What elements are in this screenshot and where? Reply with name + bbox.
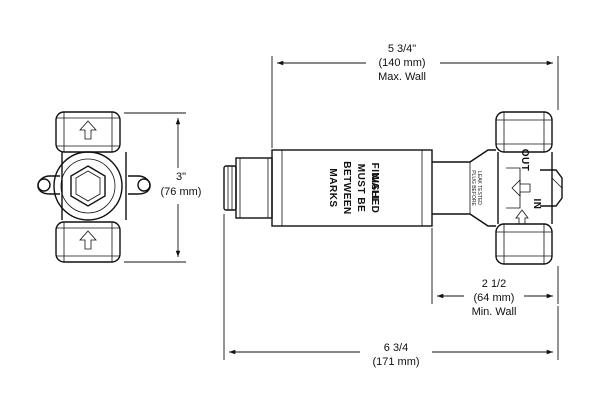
overall-metric-label: (171 mm): [372, 356, 419, 368]
outlet-label: OUT: [519, 149, 530, 172]
sleeve-text-5: MARKS: [327, 168, 338, 207]
overall-imperial-label: 6 3/4: [384, 342, 408, 354]
flow-arrow-down-icon: [515, 209, 529, 225]
height-imperial-label: 3": [176, 171, 186, 183]
side-view: FINISHED WALL MUST BE BETWEEN MARKS LEAK…: [223, 111, 563, 265]
sleeve-text-2: WALL: [369, 173, 380, 203]
valve-neck: LEAK TESTED PLUG BEFORE: [432, 149, 496, 227]
hex-stem-icon: [70, 165, 106, 207]
height-dimension: 3" (76 mm): [124, 112, 202, 263]
max-wall-imperial-label: 5 3/4": [388, 43, 416, 55]
valve-body-side: OUT IN: [495, 111, 563, 265]
inlet-label: IN: [531, 199, 542, 210]
max-wall-metric-label: (140 mm): [378, 57, 425, 69]
min-wall-imperial-label: 2 1/2: [482, 278, 506, 290]
flow-up-arrow-icon: [79, 230, 97, 250]
max-wall-note-label: Max. Wall: [378, 71, 426, 83]
stem-cap: [223, 157, 273, 219]
sleeve-text-1: FINISHED: [369, 163, 380, 214]
top-inlet-nut: [55, 111, 121, 153]
min-wall-note-label: Min. Wall: [472, 306, 517, 318]
max-wall-dimension: 5 3/4" (140 mm) Max. Wall: [271, 38, 559, 148]
body-marking-1: LEAK TESTED: [476, 171, 482, 205]
overall-dimension: 6 3/4 (171 mm): [223, 214, 559, 370]
min-wall-metric-label: (64 mm): [474, 292, 515, 304]
bottom-inlet-nut: [55, 221, 121, 263]
valve-body-front: [37, 151, 151, 221]
flow-up-arrow-icon: [79, 120, 97, 140]
sleeve-text-4: BETWEEN: [341, 161, 352, 215]
flow-arrow-left-icon: [511, 179, 531, 197]
min-wall-dimension: 2 1/2 (64 mm) Min. Wall: [431, 228, 559, 320]
body-marking-2: PLUG BEFORE: [470, 170, 476, 206]
height-metric-label: (76 mm): [161, 186, 202, 198]
front-view: [37, 111, 151, 263]
plaster-guard-sleeve: FINISHED WALL MUST BE BETWEEN MARKS: [271, 149, 433, 227]
sleeve-text-3: MUST BE: [355, 164, 366, 213]
